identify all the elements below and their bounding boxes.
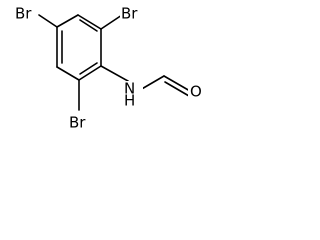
mask-nh <box>121 81 143 108</box>
c-o-bond-lower <box>164 81 190 97</box>
br-bottom-label: Br <box>69 114 86 132</box>
chemical-structure-diagram: Br Br Br N H O <box>0 0 229 137</box>
ring-double-bond-bottom <box>79 62 98 75</box>
ring-bond-4 <box>78 65 102 81</box>
ring-double-bond-top <box>79 19 98 32</box>
oxygen-label: O <box>190 83 202 101</box>
nitrogen-label: N <box>124 80 135 98</box>
br-top-left-bond <box>38 14 58 28</box>
c-o-bond-upper <box>163 75 191 92</box>
mask-br-top-left <box>14 4 38 24</box>
ring-bond-5 <box>56 66 80 81</box>
hydrogen-label: H <box>124 92 135 110</box>
molecule-drawing: Br Br Br N H O <box>14 4 203 133</box>
mask-br-bottom <box>68 113 92 133</box>
n-bond <box>100 65 129 82</box>
ring-bond-1 <box>56 14 79 28</box>
mask-br-top-right <box>120 4 144 24</box>
mask-o <box>188 83 203 101</box>
ring-bond-2 <box>77 14 102 30</box>
n-c-bond <box>139 75 165 91</box>
br-top-left-label: Br <box>15 5 32 23</box>
br-top-right-bond <box>100 14 123 30</box>
br-top-right-label: Br <box>121 5 138 23</box>
